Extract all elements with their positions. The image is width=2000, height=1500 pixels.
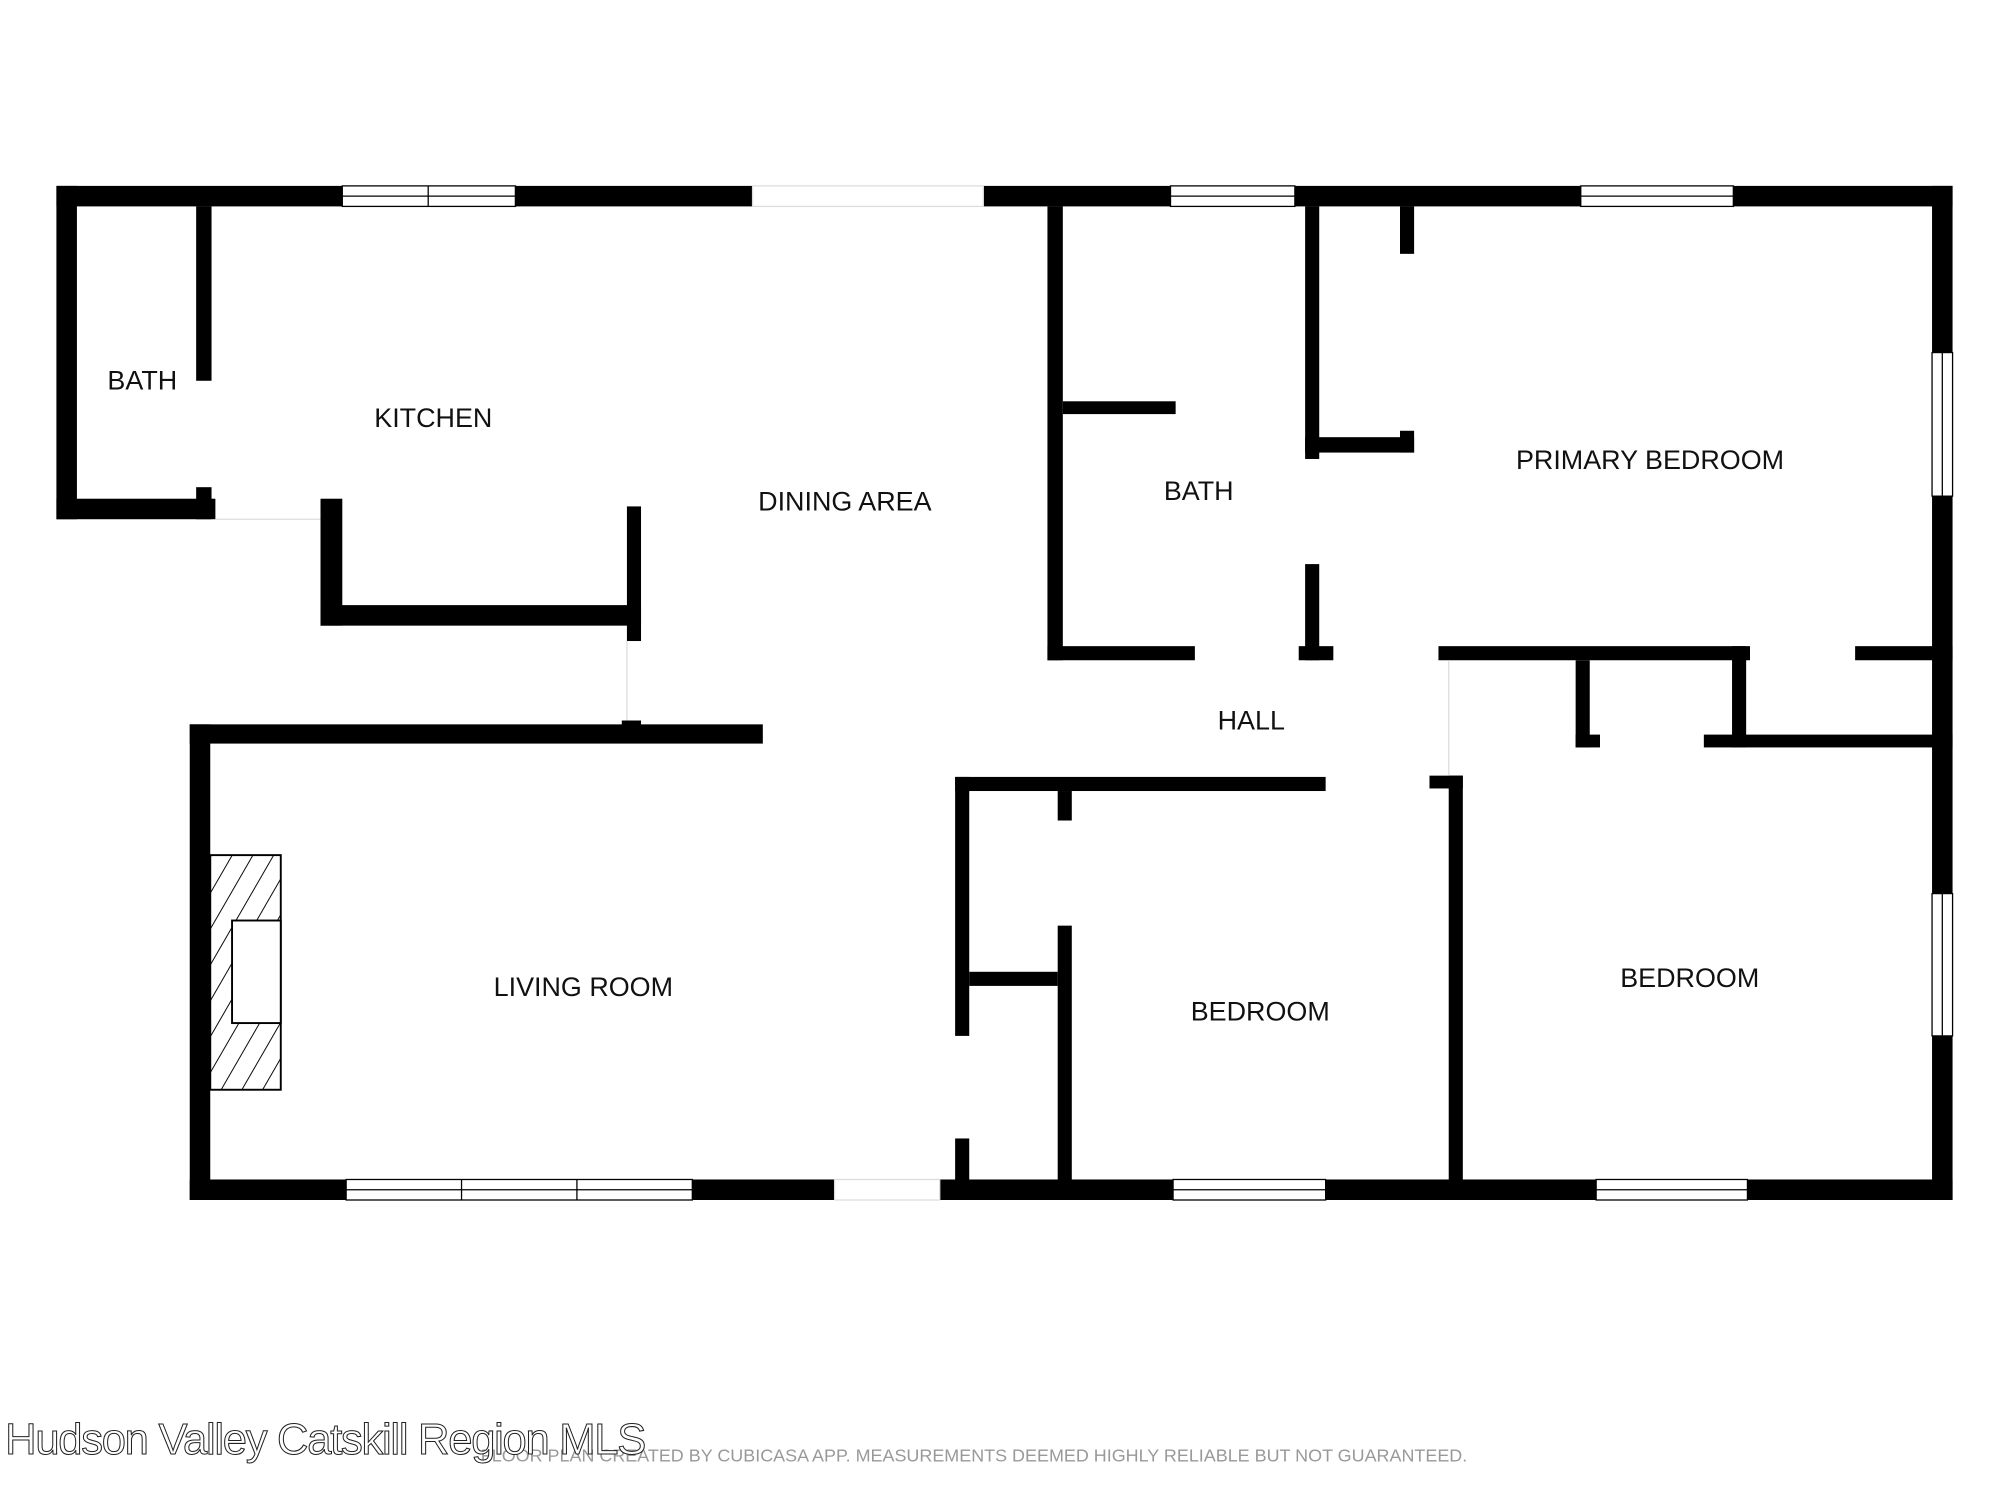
disclaimer-text: FLOOR PLAN CREATED BY CUBICASA APP. MEAS… — [481, 1446, 1467, 1466]
room-label-living-room: LIVING ROOM — [494, 972, 673, 1002]
watermark-text: Hudson Valley Catskill Region MLS — [5, 1416, 645, 1464]
room-label-bath: BATH — [107, 366, 177, 396]
room-label-dining-area: DINING AREA — [758, 486, 931, 516]
windows — [341, 185, 1954, 1201]
fireplace — [209, 854, 282, 1091]
walls — [56, 185, 1953, 1200]
room-label-kitchen: KITCHEN — [374, 403, 492, 433]
room-label-bedroom-2: BEDROOM — [1620, 963, 1759, 993]
room-label-hall: HALL — [1218, 705, 1285, 735]
room-label-bedroom: BEDROOM — [1191, 997, 1330, 1027]
openings — [215, 185, 1450, 1201]
room-label-bath-2: BATH — [1164, 476, 1234, 506]
room-label-primary-bedroom: PRIMARY BEDROOM — [1516, 445, 1784, 475]
